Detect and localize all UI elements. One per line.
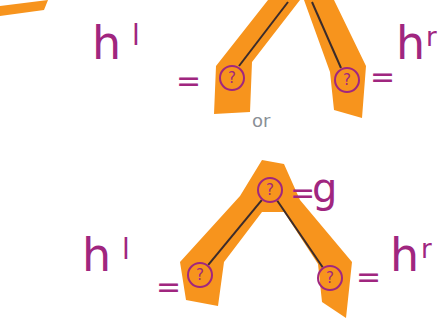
math-label: l: [132, 22, 140, 50]
math-label: h: [82, 232, 111, 278]
orange-band: [214, 0, 300, 114]
node-text: ?: [266, 183, 274, 198]
orange-band: [180, 160, 352, 318]
math-label: h: [390, 232, 419, 278]
question-circle: ?: [219, 65, 245, 91]
question-circle: ?: [257, 177, 283, 203]
branch-connector: [208, 200, 261, 265]
math-label: r: [421, 236, 432, 262]
question-circle: ?: [334, 67, 360, 93]
math-label: r: [426, 24, 437, 50]
orange-scrap: [0, 0, 48, 16]
node-text: ?: [196, 268, 204, 283]
question-circle: ?: [187, 262, 213, 288]
node-text: ?: [228, 71, 236, 86]
math-label: l: [122, 236, 130, 264]
math-label: =: [290, 178, 315, 208]
connector-line: [277, 201, 322, 268]
branch-connector: [277, 201, 322, 268]
note-text: or: [252, 112, 270, 130]
math-label: h: [396, 20, 425, 66]
question-circle: ?: [317, 265, 343, 291]
connector-line: [208, 200, 261, 265]
node-text: ?: [343, 73, 351, 88]
orange-band: [304, 0, 366, 118]
branch-line: [312, 2, 341, 68]
math-label: h: [92, 20, 121, 66]
math-label: =: [370, 62, 395, 92]
branch-line: [239, 2, 288, 66]
math-label: =: [156, 272, 181, 302]
math-label: =: [356, 262, 381, 292]
node-text: ?: [326, 271, 334, 286]
math-label: =: [176, 66, 201, 96]
math-label: g: [312, 168, 337, 208]
